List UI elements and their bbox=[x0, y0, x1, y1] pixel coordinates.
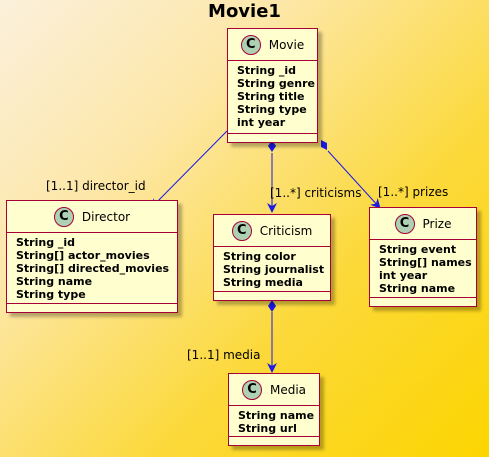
attribute: String _id bbox=[16, 236, 76, 249]
class-name: Prize bbox=[422, 216, 452, 231]
methods-divider bbox=[7, 303, 177, 304]
attribute: String name bbox=[238, 409, 315, 422]
attribute: String genre bbox=[237, 77, 315, 90]
class-criticism[interactable]: C Criticism String color String journali… bbox=[213, 214, 331, 301]
class-name: Director bbox=[81, 209, 131, 224]
attribute: String journalist bbox=[223, 263, 325, 276]
composition-diamond-media bbox=[268, 300, 276, 312]
class-badge-icon: C bbox=[53, 206, 74, 227]
diagram-title: Movie1 bbox=[208, 1, 281, 22]
composition-diamond-criticism bbox=[268, 140, 276, 152]
link-movie-prize bbox=[327, 150, 381, 209]
relation-label-media: [1..1] media bbox=[187, 348, 261, 362]
methods-divider bbox=[229, 436, 319, 437]
class-name: Criticism bbox=[259, 223, 313, 238]
class-media[interactable]: C Media String name String url bbox=[228, 373, 320, 446]
attribute: String title bbox=[237, 90, 305, 103]
attribute: String name bbox=[379, 282, 456, 295]
composition-diamond-prizes bbox=[321, 140, 327, 150]
relation-label-prizes: [1..*] prizes bbox=[378, 185, 449, 199]
attribute: String url bbox=[238, 422, 297, 435]
attribute: String name bbox=[16, 275, 93, 288]
class-director[interactable]: C Director String _id String[] actor_mov… bbox=[6, 200, 178, 313]
link-movie-director bbox=[150, 130, 228, 209]
attribute: String media bbox=[223, 276, 303, 289]
attribute: String[] directed_movies bbox=[16, 262, 170, 275]
attribute: String _id bbox=[237, 64, 297, 77]
relation-label-director: [1..1] director_id bbox=[46, 179, 146, 193]
relation-label-criticisms: [1..*] criticisms bbox=[270, 186, 362, 200]
attribute: String[] names bbox=[379, 256, 472, 269]
attribute: int year bbox=[379, 269, 428, 282]
methods-divider bbox=[228, 133, 317, 134]
attribute: String color bbox=[223, 250, 296, 263]
attribute: String[] actor_movies bbox=[16, 249, 150, 262]
class-badge-icon: C bbox=[394, 213, 415, 234]
class-name: Movie bbox=[268, 37, 305, 52]
class-prize[interactable]: C Prize String event String[] names int … bbox=[369, 207, 477, 307]
attribute: int year bbox=[237, 116, 286, 129]
attribute: String event bbox=[379, 243, 457, 256]
attribute: String type bbox=[237, 103, 307, 116]
class-badge-icon: C bbox=[240, 34, 261, 55]
methods-divider bbox=[214, 291, 330, 292]
methods-divider bbox=[370, 297, 476, 298]
attribute: String type bbox=[16, 288, 86, 301]
class-name: Media bbox=[269, 382, 307, 397]
class-badge-icon: C bbox=[241, 379, 262, 400]
class-movie[interactable]: C Movie String _id String genre String t… bbox=[227, 28, 318, 143]
class-badge-icon: C bbox=[231, 220, 252, 241]
